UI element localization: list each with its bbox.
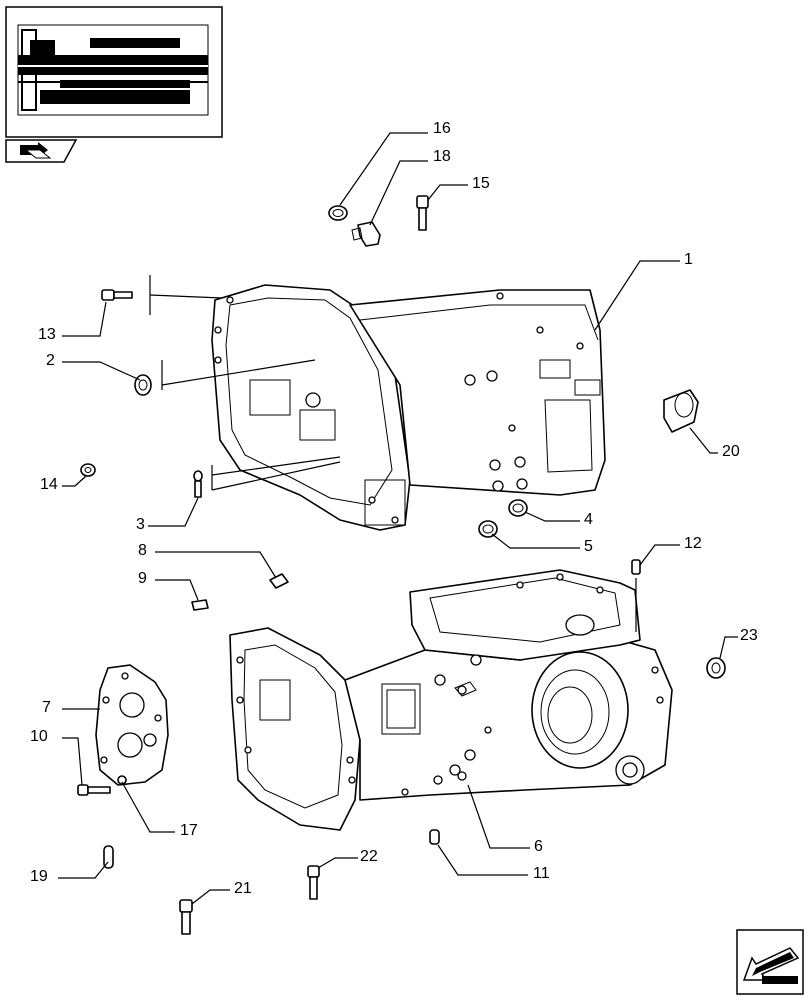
callout-labels: 16 18 15 1 13 2 20 14 3 4 5 8 12 9 23 7 … (30, 120, 758, 897)
callout-18: 18 (433, 148, 451, 165)
bolt-part-13 (101, 289, 133, 301)
washer-part-17 (117, 775, 127, 785)
pin-part-19 (103, 845, 114, 869)
callout-23: 23 (740, 627, 758, 644)
exploded-view-arrow-icon[interactable] (5, 139, 78, 163)
bearing-cup-part-20 (663, 389, 699, 433)
leader-lines (58, 132, 738, 905)
callout-16: 16 (433, 120, 451, 137)
callout-6: 6 (534, 838, 543, 855)
pin-part-12 (631, 559, 641, 575)
callout-14: 14 (40, 476, 58, 493)
pin-part-9 (191, 599, 209, 611)
plug-part-5 (478, 520, 498, 538)
transmission-section-thumbnail-icon[interactable] (5, 6, 223, 138)
callout-21: 21 (234, 880, 252, 897)
callout-7: 7 (42, 699, 51, 716)
callout-8: 8 (138, 542, 147, 559)
callout-15: 15 (472, 175, 490, 192)
callout-20: 20 (722, 443, 740, 460)
callout-11: 11 (533, 865, 550, 882)
callout-3: 3 (136, 516, 145, 533)
callout-17: 17 (180, 822, 198, 839)
eye-bolt-part-3 (193, 470, 203, 498)
o-ring-part-16 (328, 205, 348, 221)
callout-22: 22 (360, 848, 378, 865)
plug-part-18 (351, 221, 381, 247)
callout-9: 9 (138, 570, 147, 587)
seal-part-2 (134, 374, 152, 396)
callout-12: 12 (684, 535, 702, 552)
callout-5: 5 (584, 538, 593, 555)
clip-part-14 (80, 463, 96, 477)
upper-gearbox-housing (211, 284, 606, 531)
callout-13: 13 (38, 326, 56, 343)
callout-10: 10 (30, 728, 48, 745)
callout-2: 2 (46, 352, 55, 369)
lower-transmission-housing (229, 569, 673, 831)
bolt-part-21 (179, 899, 193, 935)
plug-part-4 (508, 499, 528, 517)
next-page-arrow-icon[interactable] (736, 929, 804, 995)
callout-4: 4 (584, 511, 593, 528)
pin-part-11 (429, 829, 440, 845)
cover-plate (95, 664, 169, 786)
pin-part-8 (269, 573, 289, 589)
callout-1: 1 (684, 251, 693, 268)
callout-19: 19 (30, 868, 48, 885)
bolt-part-10 (77, 784, 111, 796)
bolt-part-15 (416, 195, 429, 231)
bolt-part-22 (307, 865, 320, 900)
bushing-part-23 (706, 657, 726, 679)
